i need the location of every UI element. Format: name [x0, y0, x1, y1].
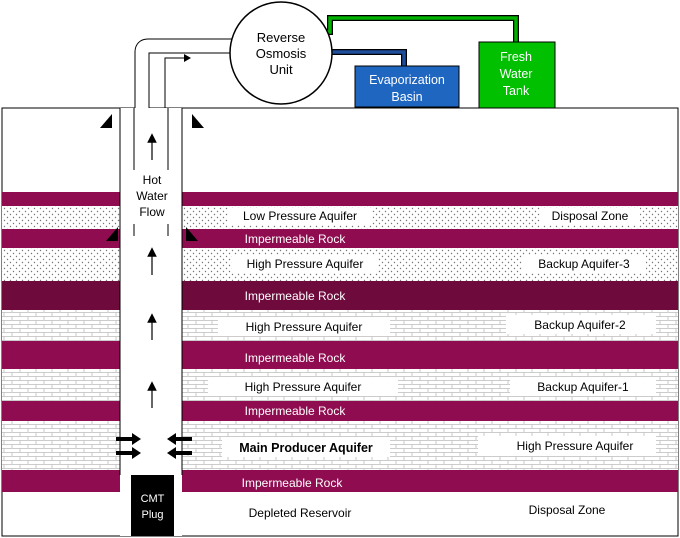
backup-aquifer-2-label: Backup Aquifer-2: [534, 318, 626, 332]
cmt-plug-label-line2: Plug: [141, 509, 163, 521]
evaporation-label-line2: Basin: [391, 90, 422, 104]
disposal-zone-top-label: Disposal Zone: [552, 209, 629, 223]
high-pressure-aquifer-2-label-bg: [218, 317, 390, 336]
cmt-plug-label-line1: CMT: [141, 493, 165, 505]
tank-label-line3: Tank: [503, 84, 530, 98]
high-pressure-aquifer-4-label: High Pressure Aquifer: [517, 439, 634, 453]
backup-aquifer-3-label-bg: [522, 255, 646, 273]
evaporation-label-line1: Evaporization: [369, 73, 445, 87]
high-pressure-aquifer-1-label: High Pressure Aquifer: [247, 257, 364, 271]
impermeable-layer-cap: [2, 192, 678, 206]
inflow-arrow-left-1: [116, 433, 141, 445]
impermeable-layer-2: [2, 281, 678, 310]
inflow-arrow-right-1: [167, 433, 192, 445]
backup-aquifer-2-label-bg: [506, 315, 656, 334]
flow-label-line3: Flow: [139, 205, 165, 219]
impermeable-rock-label-4: Impermeable Rock: [245, 404, 347, 418]
main-producer-label-bg: [222, 437, 390, 457]
disposal-zone-top-label-bg: [540, 208, 640, 225]
fresh-water-tank: [478, 41, 556, 109]
tank-label-line2: Water: [500, 67, 533, 81]
flow-arrowhead: [184, 54, 191, 62]
packer-top-left: [100, 114, 112, 128]
packer-bottom-left: [106, 227, 118, 241]
inflow-arrow-right-2: [167, 447, 192, 459]
backup-aquifer-1-label-bg: [510, 377, 656, 396]
high-pressure-aquifer-3-label-bg: [208, 377, 398, 396]
high-pressure-aquifer-2-label: High Pressure Aquifer: [246, 320, 363, 334]
ro-label-line3: Unit: [269, 62, 293, 77]
impermeable-rock-label-3: Impermeable Rock: [245, 351, 347, 365]
tank-label-line1: Fresh: [500, 50, 532, 64]
reverse-osmosis-unit: [229, 1, 333, 105]
low-pressure-aquifer-label-bg: [228, 208, 372, 225]
evaporation-basin: [354, 65, 460, 108]
high-pressure-aquifer-4-label-bg: [478, 436, 656, 456]
packer-top-right: [192, 114, 204, 128]
ro-label-line2: Osmosis: [256, 46, 307, 61]
outer-pipe: [135, 39, 232, 108]
high-pressure-aquifer-1-label-bg: [232, 255, 378, 273]
impermeable-rock-label-1: Impermeable Rock: [245, 232, 347, 246]
high-pressure-aquifer-3-label: High Pressure Aquifer: [245, 380, 362, 394]
outer-pipe-outline: [134, 38, 232, 108]
impermeable-layer-3: [2, 341, 678, 369]
disposal-zone-bottom-label: Disposal Zone: [529, 503, 606, 517]
ro-label-line1: Reverse: [257, 30, 305, 45]
green-pipe-outline: [300, 15, 519, 42]
impermeable-rock-label-5: Impermeable Rock: [242, 476, 344, 490]
cmt-plug: [131, 475, 174, 536]
backup-aquifer-3-label: Backup Aquifer-3: [538, 257, 630, 271]
packer-bottom-right: [186, 227, 198, 241]
impermeable-rock-label-2: Impermeable Rock: [245, 289, 347, 303]
depleted-reservoir-label: Depleted Reservoir: [249, 506, 352, 520]
blue-pipe: [300, 50, 406, 66]
low-pressure-aquifer-label: Low Pressure Aquifer: [243, 209, 357, 223]
inner-flow-line: [164, 57, 184, 110]
flow-label-line1: Hot: [143, 173, 162, 187]
backup-aquifer-1-label: Backup Aquifer-1: [537, 380, 629, 394]
main-producer-label: Main Producer Aquifer: [239, 441, 373, 455]
flow-label-bg: [125, 170, 177, 224]
flow-label-line2: Water: [136, 189, 168, 203]
inflow-arrow-left-2: [116, 447, 141, 459]
